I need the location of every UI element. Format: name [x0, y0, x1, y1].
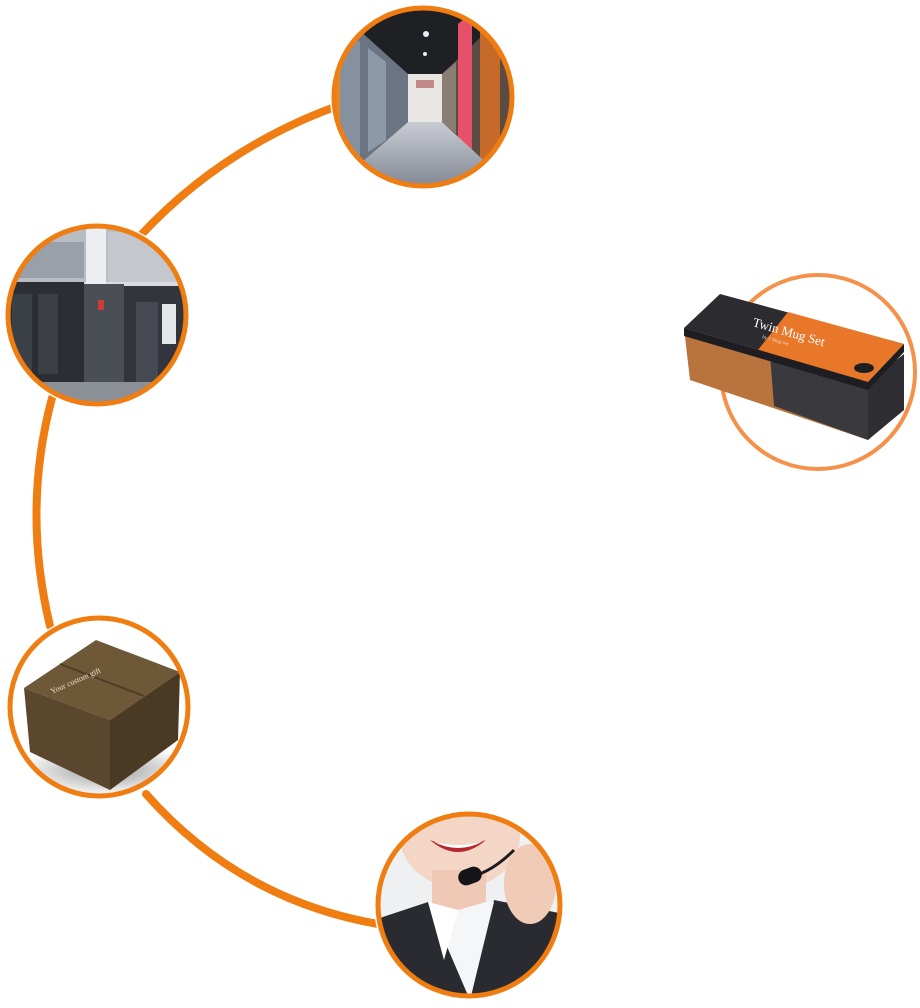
- ring-arc-factory-kraft: [32, 394, 56, 630]
- ring-arc-factory-office: [136, 104, 336, 240]
- office-corridor-photo-icon: [331, 5, 515, 189]
- kraft-node[interactable]: Your custom gift: [6, 614, 192, 800]
- customer-service-photo-icon: [375, 811, 563, 999]
- factory-node[interactable]: [4, 222, 190, 408]
- product-node[interactable]: Twin Mug Set by 1 Mug Set: [684, 272, 918, 472]
- service-node[interactable]: [374, 810, 564, 1000]
- office-node[interactable]: [330, 4, 516, 190]
- gift-box-photo-icon: Twin Mug Set by 1 Mug Set: [684, 273, 917, 471]
- printing-machine-photo-icon: [5, 223, 189, 407]
- ring-arc-kraft-service: [142, 790, 382, 928]
- gift-box-illustration: [684, 294, 904, 440]
- kraft-box-photo-icon: Your custom gift: [7, 615, 191, 799]
